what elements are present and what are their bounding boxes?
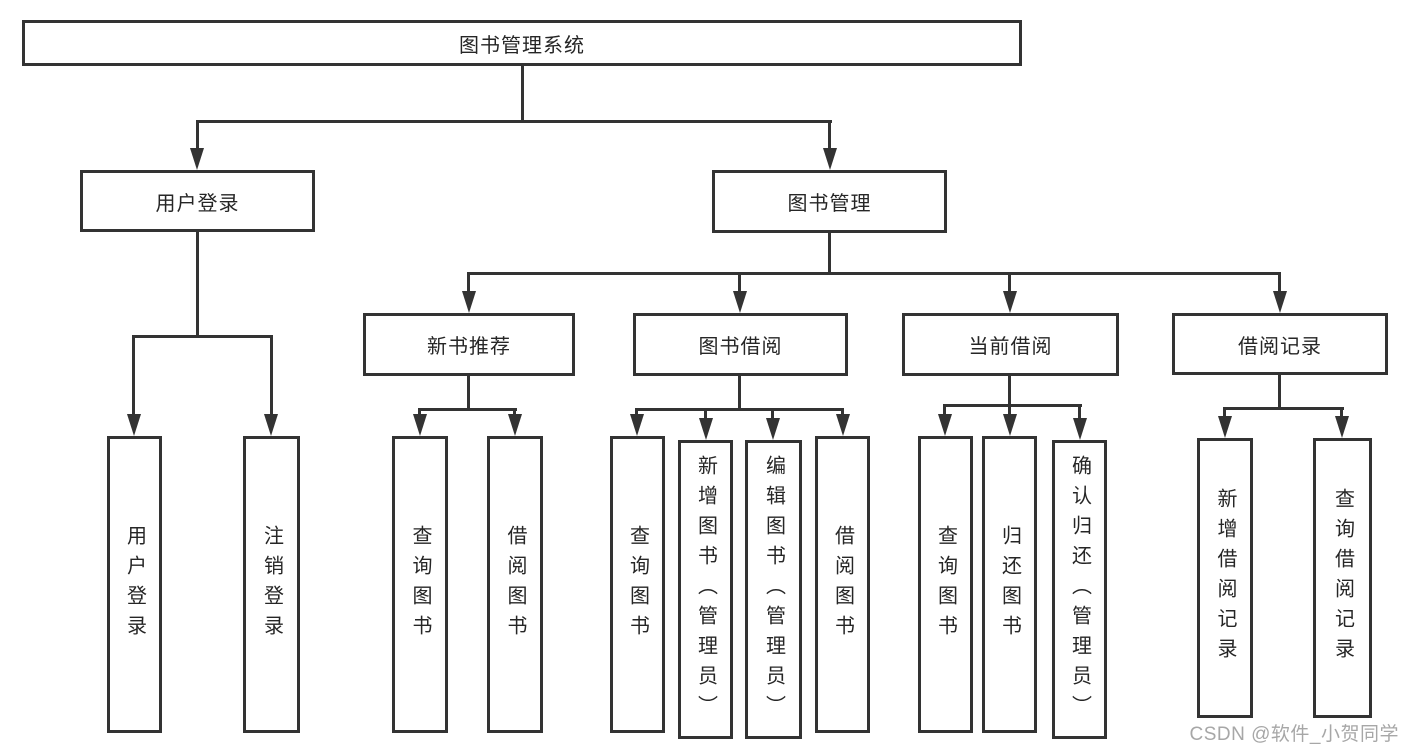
arrowhead-down-icon: [1003, 414, 1017, 436]
node-new-book-recommendation: 新书推荐: [363, 313, 575, 376]
connector-line: [270, 335, 273, 416]
connector-line: [521, 66, 524, 120]
connector-line: [635, 408, 844, 411]
connector-line: [467, 376, 470, 408]
connector-line: [828, 120, 831, 150]
connector-line: [1008, 376, 1011, 404]
connector-line: [943, 404, 946, 416]
connector-line: [1008, 404, 1011, 416]
node-current-borrowing: 当前借阅: [902, 313, 1119, 376]
leaf-logout-label: 注销登录: [260, 524, 283, 645]
leaf-return-books-label: 归还图书: [998, 524, 1021, 645]
connector-line: [468, 272, 1280, 275]
node-root-label: 图书管理系统: [459, 34, 585, 57]
node-borrowing-records-label: 借阅记录: [1238, 335, 1322, 358]
leaf-edit-book-admin-label: 编辑图书（管理员）: [762, 454, 785, 725]
leaf-return-books: 归还图书: [982, 436, 1037, 733]
leaf-query-books-current: 查询图书: [918, 436, 973, 733]
connector-line: [513, 408, 516, 416]
arrowhead-down-icon: [938, 414, 952, 436]
connector-line: [771, 408, 774, 420]
leaf-add-book-admin-label: 新增图书（管理员）: [694, 454, 717, 725]
leaf-query-books-borrowing-label: 查询图书: [626, 524, 649, 645]
arrowhead-down-icon: [733, 291, 747, 313]
node-root: 图书管理系统: [22, 20, 1022, 66]
leaf-edit-book-admin: 编辑图书（管理员）: [745, 440, 802, 739]
leaf-add-book-admin: 新增图书（管理员）: [678, 440, 733, 739]
connector-line: [196, 120, 832, 123]
connector-line: [1278, 375, 1281, 407]
connector-line: [1340, 407, 1343, 418]
connector-line: [841, 408, 844, 416]
connector-line: [1078, 404, 1081, 420]
arrowhead-down-icon: [462, 291, 476, 313]
connector-line: [704, 408, 707, 420]
connector-line: [1223, 407, 1226, 418]
arrowhead-down-icon: [127, 414, 141, 436]
connector-line: [418, 408, 421, 416]
arrowhead-down-icon: [766, 418, 780, 440]
connector-line: [738, 272, 741, 293]
leaf-query-books-current-label: 查询图书: [934, 524, 957, 645]
arrowhead-down-icon: [836, 414, 850, 436]
connector-line: [467, 272, 470, 293]
connector-line: [943, 404, 1082, 407]
connector-line: [1278, 272, 1281, 293]
leaf-borrow-books-recommend-label: 借阅图书: [504, 524, 526, 645]
arrowhead-down-icon: [699, 418, 713, 440]
node-book-management-label: 图书管理: [787, 193, 872, 215]
leaf-add-borrow-record-label: 新增借阅记录: [1214, 488, 1236, 668]
connector-line: [1008, 272, 1011, 293]
arrowhead-down-icon: [1073, 418, 1087, 440]
leaf-query-borrow-record: 查询借阅记录: [1313, 438, 1372, 718]
leaf-borrow-books-borrowing-label: 借阅图书: [831, 524, 854, 645]
node-current-borrowing-label: 当前借阅: [968, 336, 1053, 358]
leaf-query-books-recommend: 查询图书: [392, 436, 448, 733]
connector-line: [1223, 407, 1344, 410]
node-user-login-label: 用户登录: [155, 192, 240, 215]
node-borrowing-records: 借阅记录: [1172, 313, 1388, 375]
leaf-query-borrow-record-label: 查询借阅记录: [1331, 488, 1354, 668]
connector-line: [635, 408, 638, 416]
leaf-user-login: 用户登录: [107, 436, 162, 733]
arrowhead-down-icon: [508, 414, 522, 436]
leaf-add-borrow-record: 新增借阅记录: [1197, 438, 1253, 718]
arrowhead-down-icon: [823, 148, 837, 170]
node-book-borrowing-label: 图书借阅: [698, 336, 783, 358]
node-book-borrowing: 图书借阅: [633, 313, 848, 376]
arrowhead-down-icon: [1003, 291, 1017, 313]
arrowhead-down-icon: [1218, 416, 1232, 438]
leaf-user-login-label: 用户登录: [123, 524, 146, 645]
node-book-management: 图书管理: [712, 170, 947, 233]
arrowhead-down-icon: [413, 414, 427, 436]
arrowhead-down-icon: [1273, 291, 1287, 313]
leaf-confirm-return-admin-label: 确认归还（管理员）: [1068, 454, 1091, 725]
csdn-watermark: CSDN @软件_小贺同学: [1189, 724, 1399, 745]
connector-line: [196, 232, 199, 335]
leaf-query-books-borrowing: 查询图书: [610, 436, 665, 733]
leaf-borrow-books-recommend: 借阅图书: [487, 436, 543, 733]
leaf-query-books-recommend-label: 查询图书: [409, 524, 431, 645]
connector-line: [828, 233, 831, 272]
arrowhead-down-icon: [630, 414, 644, 436]
arrowhead-down-icon: [190, 148, 204, 170]
leaf-confirm-return-admin: 确认归还（管理员）: [1052, 440, 1107, 739]
node-user-login: 用户登录: [80, 170, 315, 232]
arrowhead-down-icon: [1335, 416, 1349, 438]
connector-line: [196, 120, 199, 150]
connector-line: [132, 335, 273, 338]
arrowhead-down-icon: [264, 414, 278, 436]
node-new-book-recommendation-label: 新书推荐: [427, 336, 511, 358]
connector-line: [418, 408, 517, 411]
leaf-logout: 注销登录: [243, 436, 300, 733]
connector-line: [132, 335, 135, 416]
connector-line: [738, 376, 741, 408]
leaf-borrow-books-borrowing: 借阅图书: [815, 436, 870, 733]
